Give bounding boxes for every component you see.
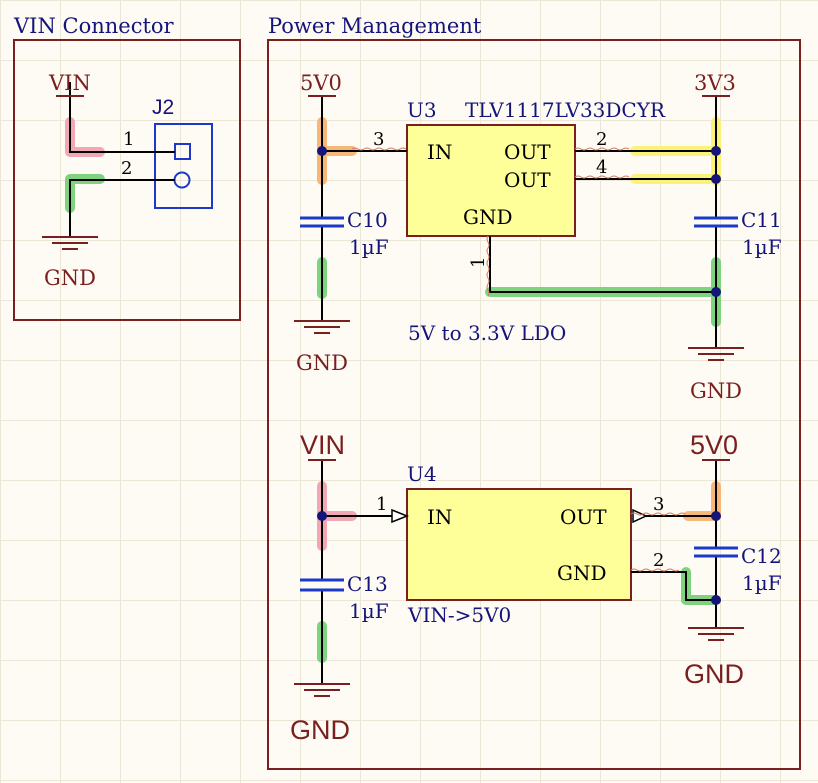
u3-ic[interactable]: U3 TLV1117LV33DCYR IN OUT OUT GND 3 2 4 … [373, 98, 666, 345]
j2-designator: J2 [152, 96, 174, 119]
u3-wires [321, 96, 717, 348]
gnd-label-j2: GND [44, 266, 96, 290]
5v0-label-u3: 5V0 [300, 71, 342, 95]
u3-pin-gnd-label: GND [463, 205, 513, 229]
u3-pin-out-label-b: OUT [504, 168, 551, 192]
gnd-symbol-c10[interactable]: GND [294, 320, 350, 375]
c10-capacitor[interactable]: C10 1µF [300, 208, 389, 259]
j2-pin1-number: 1 [123, 129, 134, 150]
u4-pin-arrows [391, 508, 648, 524]
vin-label-u4: VIN [300, 430, 345, 460]
u3-pin1-number: 1 [468, 257, 489, 268]
c12-designator: C12 [741, 544, 782, 568]
j2-wires [69, 82, 175, 236]
gnd-label-c12: GND [684, 659, 744, 689]
power-management-sheet[interactable]: Power Management [267, 14, 801, 770]
u3-designator: U3 [407, 98, 437, 122]
vin-power-port-j2[interactable]: VIN [48, 71, 91, 97]
vin-power-port-u4[interactable]: VIN [300, 430, 345, 461]
highlight-gnd-j2 [65, 174, 105, 213]
3v3-power-port[interactable]: 3V3 [694, 71, 736, 97]
u4-pin-in-label: IN [427, 505, 452, 529]
u3-pin2-number: 2 [596, 129, 607, 150]
5v0-label-u4: 5V0 [690, 430, 738, 460]
gnd-symbol-j2[interactable]: GND [42, 236, 98, 290]
c11-value: 1µF [742, 235, 782, 259]
u3-pin-in-label: IN [427, 140, 452, 164]
c11-capacitor[interactable]: C11 1µF [694, 208, 782, 259]
u3-note: 5V to 3.3V LDO [408, 321, 566, 345]
u3-part-number: TLV1117LV33DCYR [465, 98, 666, 122]
c13-capacitor[interactable]: C13 1µF [300, 572, 389, 623]
gnd-symbol-c11[interactable]: GND [688, 347, 744, 403]
gnd-label-c13: GND [290, 715, 350, 745]
c12-value: 1µF [742, 571, 782, 595]
u4-pin2-number: 2 [653, 550, 664, 571]
gnd-symbol-c13[interactable]: GND [290, 683, 350, 745]
vin-connector-sheet[interactable]: VIN Connector [13, 14, 241, 321]
c11-designator: C11 [741, 208, 782, 232]
5v0-power-port-u4[interactable]: 5V0 [690, 430, 738, 461]
gnd-label-c10: GND [296, 351, 348, 375]
c13-value: 1µF [349, 599, 389, 623]
highlight-gnd-u4 [681, 567, 721, 605]
vin-label-j2: VIN [48, 71, 91, 95]
u4-designator: U4 [407, 462, 437, 486]
u4-pin1-number: 1 [376, 494, 387, 515]
u4-pin-squiggles [630, 512, 686, 572]
c12-capacitor[interactable]: C12 1µF [694, 544, 782, 595]
c13-designator: C13 [347, 572, 388, 596]
u4-pin-out-label: OUT [560, 505, 607, 529]
vin-connector-title: VIN Connector [13, 14, 175, 38]
3v3-label: 3V3 [694, 71, 736, 95]
c10-designator: C10 [347, 208, 388, 232]
u4-pin3-number: 3 [653, 494, 664, 515]
u3-junctions [317, 146, 721, 297]
u4-note: VIN->5V0 [407, 603, 511, 627]
u3-pin-out-label-a: OUT [504, 140, 551, 164]
gnd-symbol-c12[interactable]: GND [684, 627, 744, 689]
5v0-power-port-u3[interactable]: 5V0 [300, 71, 342, 97]
u3-pin3-number: 3 [373, 129, 384, 150]
gnd-label-c11: GND [690, 379, 742, 403]
u3-pin4-number: 4 [596, 157, 607, 178]
power-management-title: Power Management [268, 14, 482, 38]
u4-junctions [317, 511, 721, 605]
c10-value: 1µF [349, 235, 389, 259]
highlight-vin-j2 [65, 117, 105, 157]
j2-pin1-square [174, 143, 191, 160]
u4-pin-gnd-label: GND [557, 561, 607, 585]
j2-pin2-number: 2 [121, 158, 132, 179]
j2-pin2-circle [173, 171, 191, 189]
u3-pin-squiggles [351, 147, 630, 297]
u4-ic[interactable]: U4 IN OUT GND 1 3 2 VIN->5V0 [376, 462, 664, 627]
